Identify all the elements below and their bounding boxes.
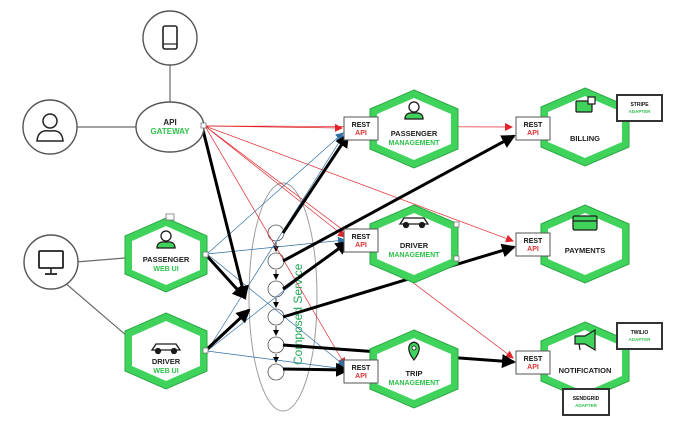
location-pin-icon: [408, 341, 420, 361]
driver-web-line2: WEB UI: [153, 368, 178, 375]
composed-step-4: [267, 308, 285, 326]
composed-black-arrows: [201, 129, 516, 377]
twilio-line2: ADAPTER: [629, 337, 652, 342]
rest-line1: REST: [524, 238, 543, 245]
composed-step-2: [267, 252, 285, 270]
composed-step-5: [267, 336, 285, 354]
gateway-line1: API: [163, 118, 176, 127]
passenger-web-icon: [156, 230, 176, 249]
gateway-line2: GATEWAY: [150, 127, 190, 136]
api-gateway: API GATEWAY: [135, 101, 207, 153]
composed-service-label: Composed Service: [291, 263, 305, 365]
stripe-line1: STRIPE: [630, 102, 649, 108]
mobile-phone-icon: [162, 25, 178, 50]
billing-service: BILLING: [540, 87, 630, 167]
client-connectors: [63, 60, 171, 343]
passenger-management-icon: [404, 101, 424, 120]
passenger-web-ui: PASSENGER WEB UI: [124, 213, 209, 293]
passenger-mgmt-line2: MANAGEMENT: [389, 140, 441, 147]
rest-line1: REST: [352, 122, 371, 129]
notification-label: NOTIFICATION: [559, 366, 612, 375]
driver-rest-api: REST API: [343, 228, 379, 253]
composed-service-steps: [267, 224, 285, 381]
passenger-web-line1: PASSENGER: [143, 255, 190, 264]
payments-rest-api: REST API: [515, 232, 551, 257]
user-client: [22, 99, 78, 155]
notification-service: NOTIFICATION: [540, 321, 630, 401]
twilio-adapter: TWILIO ADAPTER: [616, 322, 663, 350]
megaphone-icon: [574, 328, 596, 352]
rest-line2: API: [355, 373, 367, 380]
car-icon: [150, 343, 182, 355]
trip-management-service: TRIP MANAGEMENT: [369, 329, 459, 409]
user-icon: [36, 113, 64, 142]
sendgrid-line2: ADAPTER: [575, 403, 598, 408]
monitor-icon: [38, 250, 64, 275]
rest-line2: API: [355, 130, 367, 137]
stripe-adapter: STRIPE ADAPTER: [616, 94, 663, 122]
payments-label: PAYMENTS: [565, 246, 605, 255]
driver-management-service: DRIVER MANAGEMENT: [369, 204, 460, 284]
driver-mgmt-line1: DRIVER: [400, 241, 429, 250]
rest-line1: REST: [524, 122, 543, 129]
mobile-client: [142, 10, 198, 66]
billing-rest-api: REST API: [515, 116, 551, 141]
rest-line2: API: [527, 364, 539, 371]
sendgrid-adapter: SENDGRID ADAPTER: [562, 388, 610, 416]
billing-icon: [575, 96, 596, 113]
composed-service-ellipse: [248, 182, 318, 412]
passenger-rest-api: REST API: [343, 116, 379, 141]
driver-web-line1: DRIVER: [152, 357, 181, 366]
billing-label: BILLING: [570, 134, 600, 143]
passenger-mgmt-line1: PASSENGER: [391, 129, 438, 138]
rest-line2: API: [527, 130, 539, 137]
desktop-client: [23, 234, 79, 290]
composed-step-6: [267, 363, 285, 381]
notification-rest-api: REST API: [515, 350, 551, 375]
payments-service: PAYMENTS: [540, 204, 630, 284]
sendgrid-line1: SENDGRID: [573, 396, 600, 402]
rest-line2: API: [527, 246, 539, 253]
composed-step-3: [267, 280, 285, 298]
driver-car-icon: [398, 217, 430, 229]
payment-card-icon: [572, 215, 598, 231]
desktop-to-passenger-web-line: [75, 257, 126, 263]
rest-line1: REST: [352, 365, 371, 372]
twilio-line1: TWILIO: [631, 330, 649, 336]
driver-web-ui: DRIVER WEB UI: [124, 312, 209, 390]
rest-line2: API: [355, 242, 367, 249]
trip-rest-api: REST API: [343, 359, 379, 384]
driver-mgmt-line2: MANAGEMENT: [389, 252, 441, 259]
passenger-web-line2: WEB UI: [153, 266, 178, 273]
passenger-management-service: PASSENGER MANAGEMENT: [369, 89, 459, 169]
desktop-to-driver-web-line: [63, 281, 135, 343]
rest-line1: REST: [352, 234, 371, 241]
trip-mgmt-line2: MANAGEMENT: [389, 380, 441, 387]
rest-line1: REST: [524, 356, 543, 363]
composed-service: Composed Service: [248, 182, 318, 412]
trip-mgmt-line1: TRIP: [405, 369, 422, 378]
stripe-line2: ADAPTER: [629, 109, 652, 114]
